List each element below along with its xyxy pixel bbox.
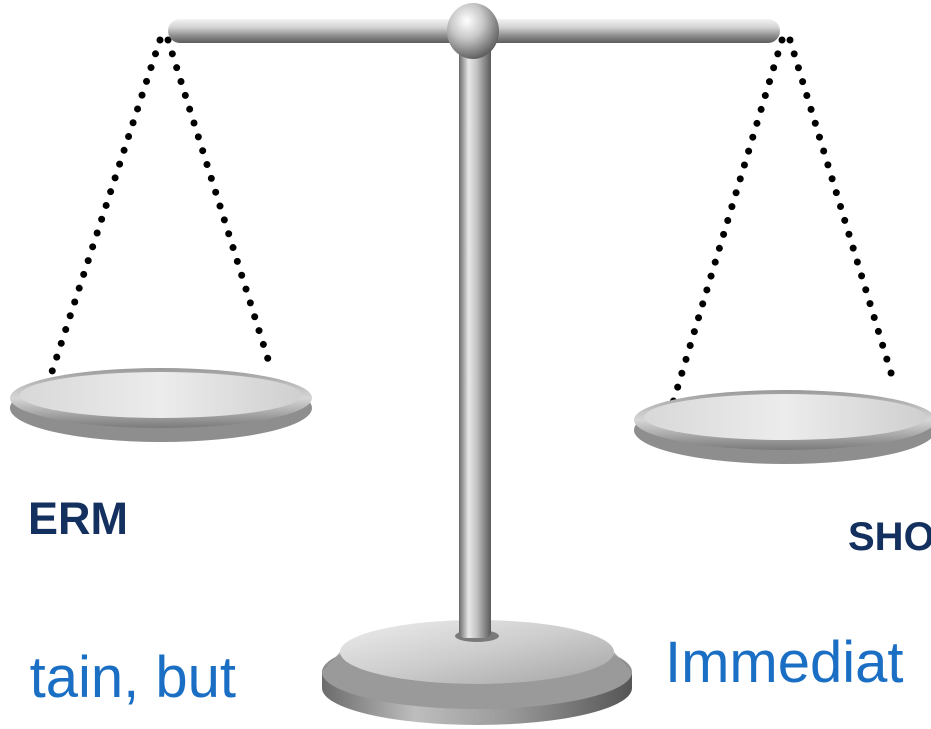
left-side-heading: ERM (28, 493, 128, 544)
left-side-text: tain, but (29, 645, 236, 710)
right-chain (668, 36, 899, 410)
scale-post (459, 40, 491, 638)
scale-knob (447, 3, 499, 59)
left-pan (10, 368, 312, 442)
right-side-text: Immediat (665, 630, 904, 695)
left-chain (44, 36, 276, 388)
right-pan (634, 390, 931, 464)
right-side-heading: SHO (848, 515, 931, 559)
scale-base (322, 620, 632, 725)
